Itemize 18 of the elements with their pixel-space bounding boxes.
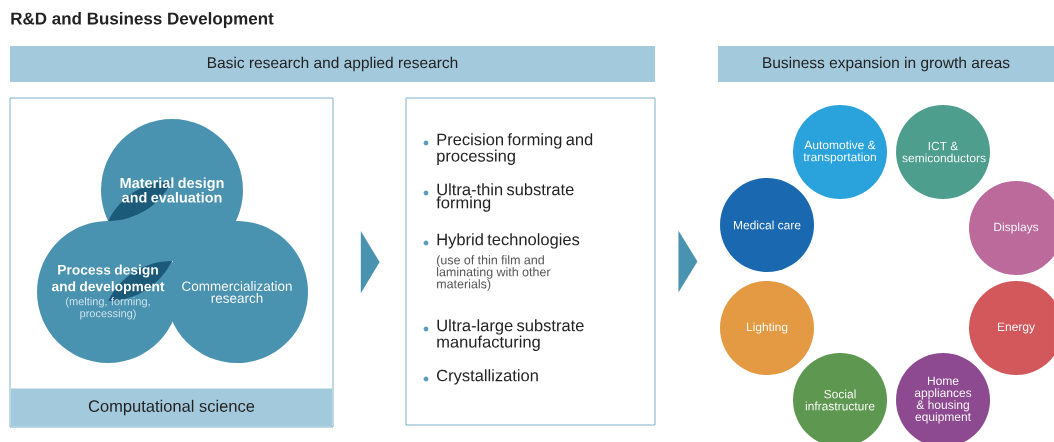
list-box <box>405 97 656 426</box>
bullet-item: Crystallization <box>423 369 538 385</box>
bullet-item: Ultra-thin substrate forming <box>423 183 574 212</box>
node-label: Process design and development <box>51 264 165 295</box>
node-label: (melting, forming, processing) <box>66 297 150 320</box>
chevron-arrow <box>360 231 380 294</box>
note-text: (use of thin film and laminating with other materials) <box>437 255 551 291</box>
title: R&D and Business Development <box>11 12 274 28</box>
header-band: Basic research and applied research <box>10 46 655 82</box>
bullet-item: Hybrid technologies <box>423 233 580 249</box>
node-label: Material design and evaluation <box>120 177 224 203</box>
node-label: Commercialization research <box>182 281 292 303</box>
header-band: Business expansion in growth areas <box>718 46 1054 82</box>
chevron-arrow <box>678 230 698 293</box>
footer-band: Computational science <box>11 388 332 427</box>
panel-box <box>9 97 334 428</box>
bullet-item: Ultra-large substrate manufacturing <box>423 319 584 351</box>
bullet-item: Precision forming and processing <box>423 133 593 165</box>
